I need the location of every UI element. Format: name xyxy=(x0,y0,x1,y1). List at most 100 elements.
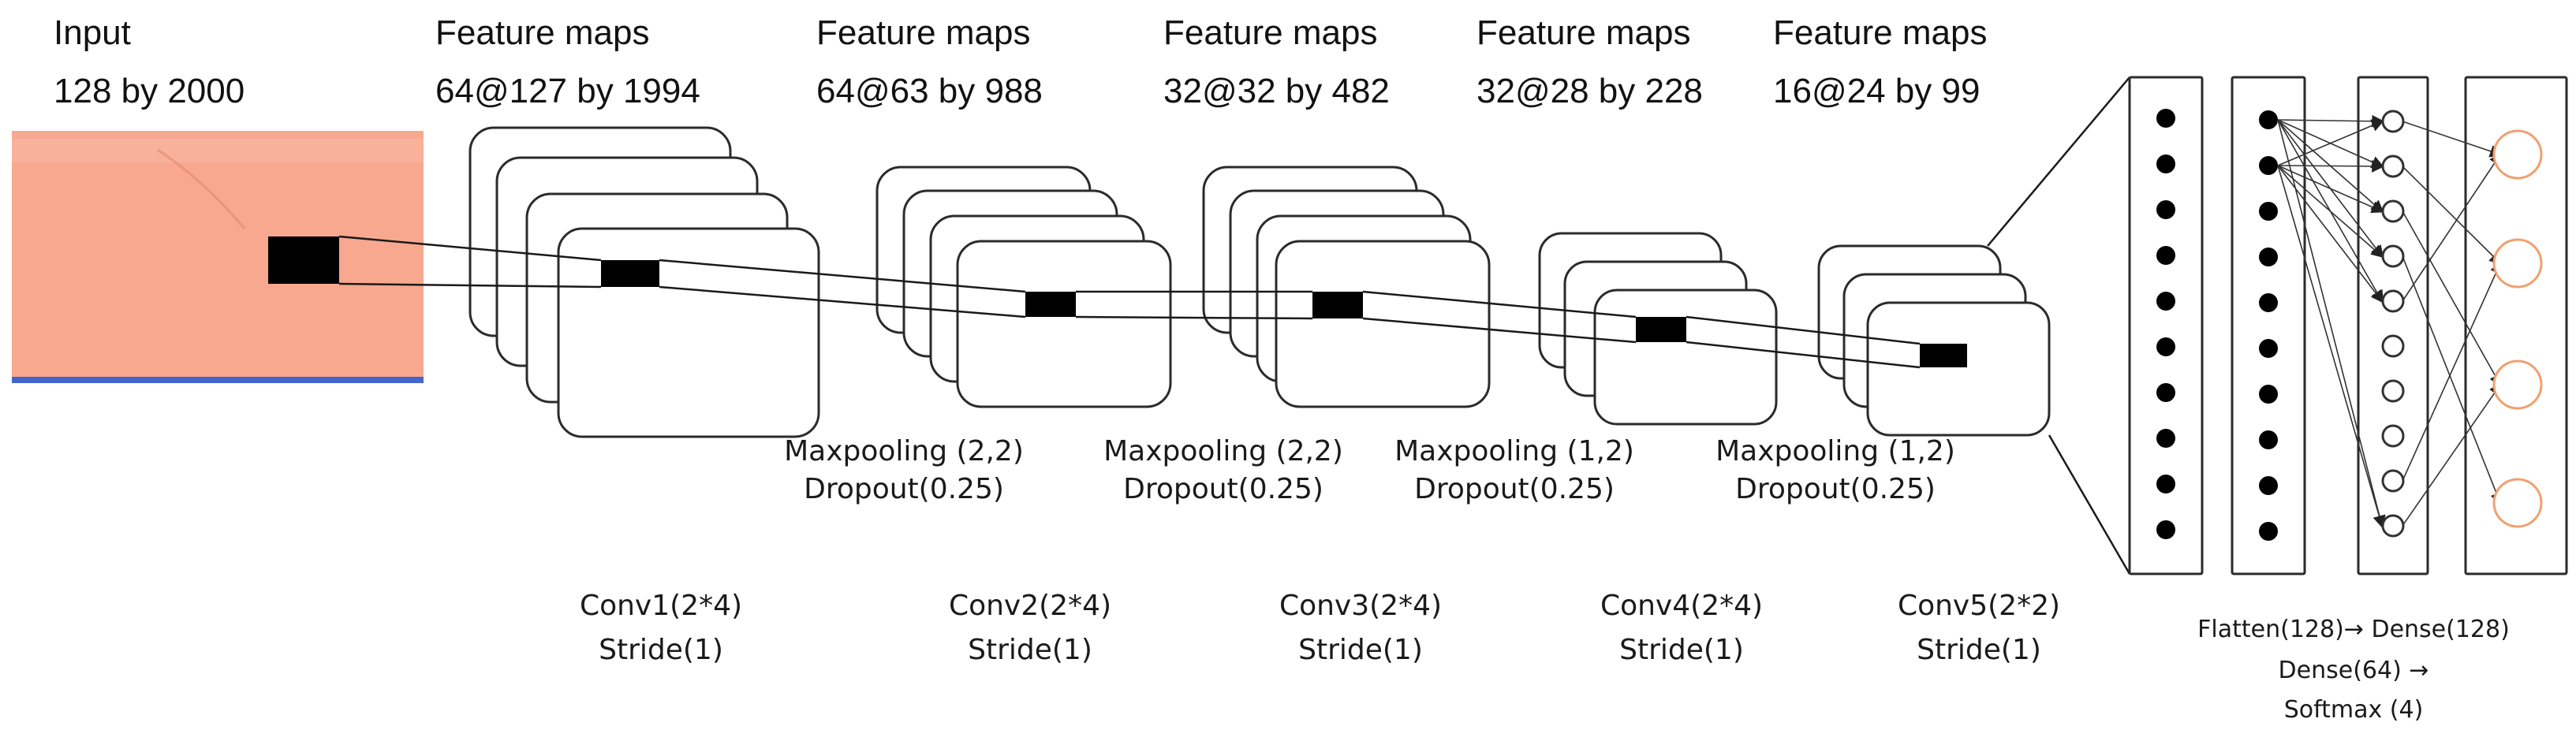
dense64-node xyxy=(2381,334,2405,358)
feature-map xyxy=(956,240,1172,408)
flatten-node xyxy=(2156,337,2175,356)
feature-maps-4-title: Feature maps xyxy=(1477,13,1690,52)
dense-edge xyxy=(2277,165,2384,303)
flatten-node xyxy=(2156,200,2175,219)
flatten-column xyxy=(2128,76,2204,575)
dense64-column xyxy=(2357,76,2429,575)
output-node xyxy=(2492,478,2543,528)
dense64-node xyxy=(2381,469,2405,493)
flatten-node xyxy=(2156,475,2175,493)
kernel-connections xyxy=(338,76,2131,575)
feature-maps-1-title: Feature maps xyxy=(435,13,649,52)
feature-maps-3-title: Feature maps xyxy=(1163,13,1377,52)
input-size: 128 by 2000 xyxy=(54,72,245,110)
dense-edge xyxy=(2402,152,2502,302)
feature-maps-5-size: 16@24 by 99 xyxy=(1773,72,1980,110)
feature-map xyxy=(1866,301,2051,437)
dense-network xyxy=(2128,76,2568,575)
dense-edge xyxy=(2402,121,2503,158)
kernel-patch-2 xyxy=(1025,292,1076,317)
maxpool-2: Maxpooling (2,2) xyxy=(1103,435,1343,467)
dropout-3: Dropout(0.25) xyxy=(1414,473,1615,505)
softmax-column xyxy=(2464,76,2568,575)
dense128-node xyxy=(2259,476,2278,495)
dropout-2: Dropout(0.25) xyxy=(1123,473,1323,505)
dense64-node xyxy=(2381,110,2405,133)
kernel-patch-3 xyxy=(1312,292,1363,318)
dense64-nodes xyxy=(2381,110,2405,538)
dense-edge xyxy=(2402,382,2502,527)
conv3-stride: Stride(1) xyxy=(1298,634,1423,666)
dense-edge xyxy=(2402,166,2503,266)
flatten-node xyxy=(2156,429,2175,448)
kernel-patch-5 xyxy=(1920,344,1967,367)
input-image xyxy=(12,131,424,383)
dense128-node xyxy=(2259,522,2278,541)
flatten-node xyxy=(2156,155,2175,173)
dense64-node xyxy=(2381,289,2405,313)
dense-edge xyxy=(2402,210,2502,387)
conv2-stride: Stride(1) xyxy=(968,634,1092,666)
feature-map-stack-1 xyxy=(469,126,820,438)
feature-maps-5-title: Feature maps xyxy=(1773,13,1987,52)
dropout-1: Dropout(0.25) xyxy=(804,473,1004,505)
dense-labels: Flatten(128)→ Dense(128) Dense(64) → Sof… xyxy=(2197,616,2510,724)
input-texture xyxy=(12,139,424,162)
output-node xyxy=(2492,359,2543,410)
conv2-label: Conv2(2*4) xyxy=(949,590,1111,622)
feature-map xyxy=(1593,289,1778,426)
feature-maps-2-size: 64@63 by 988 xyxy=(816,72,1043,110)
conv3-label: Conv3(2*4) xyxy=(1279,590,1442,622)
feature-map xyxy=(1275,240,1491,408)
softmax-label: Softmax (4) xyxy=(2284,696,2424,724)
conv1-stride: Stride(1) xyxy=(599,634,723,666)
flatten-nodes xyxy=(2156,109,2175,539)
input-spectrogram xyxy=(12,131,424,383)
output-node xyxy=(2492,129,2543,180)
layer-headers: Input 128 by 2000 Feature maps 64@127 by… xyxy=(54,13,1987,110)
dense-edge xyxy=(2277,165,2384,259)
dense128-node xyxy=(2259,202,2278,221)
dense64-label: Dense(64) → xyxy=(2279,657,2429,684)
kernel-patch-1 xyxy=(601,260,659,287)
output-node xyxy=(2492,238,2543,289)
dense64-node xyxy=(2381,244,2405,268)
dense-edge xyxy=(2402,255,2503,505)
dense128-node xyxy=(2259,385,2278,404)
dense-edge xyxy=(2277,165,2384,214)
dense-edge xyxy=(2277,114,2385,128)
feature-map-stack-4 xyxy=(1538,232,1778,426)
dense-edge xyxy=(2402,261,2503,482)
conv4-stride: Stride(1) xyxy=(1619,634,1744,666)
kernel-patch-4 xyxy=(1636,317,1686,342)
conv-labels: Conv1(2*4) Stride(1) Conv2(2*4) Stride(1… xyxy=(580,590,2060,666)
feature-map-stack-2 xyxy=(875,166,1172,408)
dense64-node xyxy=(2381,199,2405,223)
dense128-node xyxy=(2259,339,2278,358)
flatten-node xyxy=(2156,383,2175,402)
dense64-node xyxy=(2381,155,2405,178)
dropout-4: Dropout(0.25) xyxy=(1735,473,1936,505)
dense64-node xyxy=(2381,379,2405,403)
pooling-labels: Maxpooling (2,2) Dropout(0.25) Maxpoolin… xyxy=(784,435,1955,505)
input-texture-stroke xyxy=(157,148,246,229)
input-bottom-edge xyxy=(12,377,424,383)
dense64-node xyxy=(2381,514,2405,538)
dense-edge xyxy=(2277,119,2384,166)
dense-edge xyxy=(2277,165,2386,529)
feature-map-stack-3 xyxy=(1202,166,1491,408)
dense128-node xyxy=(2259,156,2278,175)
dense128-node xyxy=(2259,110,2278,129)
dense128-column xyxy=(2231,76,2306,575)
conv1-label: Conv1(2*4) xyxy=(580,590,742,622)
flatten-node xyxy=(2156,109,2175,128)
input-title: Input xyxy=(54,13,131,52)
maxpool-3: Maxpooling (1,2) xyxy=(1394,435,1634,467)
feature-maps-3-size: 32@32 by 482 xyxy=(1163,72,1390,110)
flatten-dense-label: Flatten(128)→ Dense(128) xyxy=(2197,616,2510,643)
conv4-label: Conv4(2*4) xyxy=(1600,590,1763,622)
dense128-node xyxy=(2259,430,2278,449)
feature-maps-4-size: 32@28 by 228 xyxy=(1477,72,1703,110)
feature-map-stack-5 xyxy=(1817,244,2051,437)
